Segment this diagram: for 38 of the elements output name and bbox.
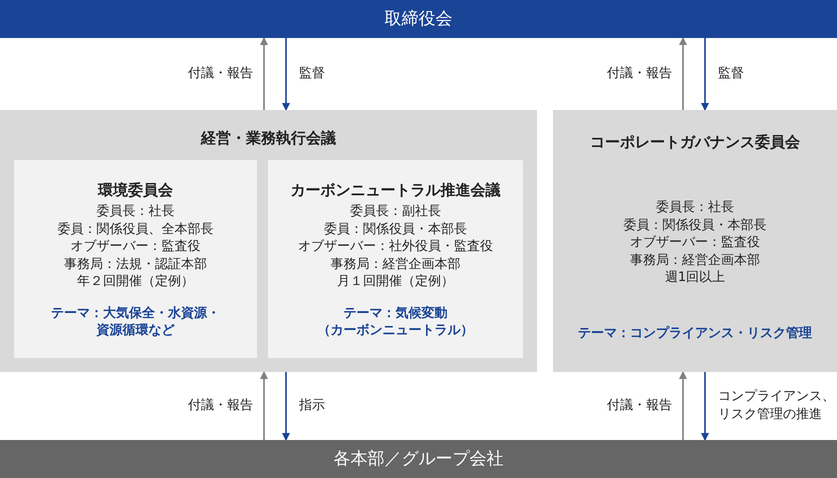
arrow <box>260 371 268 440</box>
arrow <box>282 372 290 441</box>
arrow <box>701 38 709 111</box>
header-band <box>0 0 837 38</box>
body-text: 週1回以上 <box>664 269 726 286</box>
body-text: 委員：関係役員・本部長 <box>324 220 467 238</box>
body-text: 委員長：社長 <box>96 203 174 220</box>
band-title: 取締役会 <box>384 8 452 30</box>
committee-box <box>14 160 257 358</box>
body-text: 委員：関係役員、全本部長 <box>58 220 214 238</box>
theme-text: テーマ：気候変動（カーボンニュートラル） <box>316 304 474 340</box>
body-text: 事務局：経営企画本部 <box>630 252 760 269</box>
heading: 経営・業務執行会議 <box>201 128 336 148</box>
committee-box <box>268 160 523 358</box>
arrow <box>679 37 687 110</box>
body-text: 委員：関係役員・本部長 <box>624 216 766 234</box>
heading: コーポレートガバナンス委員会 <box>590 132 800 152</box>
arrow <box>701 372 709 441</box>
theme-text: テーマ：コンプライアンス・リスク管理 <box>577 324 813 342</box>
theme-text: テーマ：大気保全・水資源・資源循環など <box>50 304 221 340</box>
body-text: 年２回開催（定例） <box>77 273 194 290</box>
body-text: オブザーバー：監査役 <box>70 238 200 256</box>
body-text: 月１回開催（定例） <box>337 273 454 290</box>
group-panel <box>0 110 537 372</box>
body-text: オブザーバー：監査役 <box>630 234 760 252</box>
body-text: 事務局：経営企画本部 <box>330 256 460 273</box>
heading: カーボンニュートラル推進会議 <box>290 180 500 200</box>
heading: 環境委員会 <box>98 180 173 200</box>
body-text: 事務局：法規・認証本部 <box>64 256 207 273</box>
committee-box <box>553 110 837 372</box>
arrow <box>679 371 687 440</box>
band-title: 各本部／グループ会社 <box>334 448 504 470</box>
body-text: 委員長：副社長 <box>350 203 441 220</box>
body-text: オブザーバー：社外役員・監査役 <box>298 238 493 256</box>
arrow <box>260 37 268 110</box>
footer-band <box>0 440 837 478</box>
body-text: 委員長：社長 <box>656 199 734 216</box>
arrow <box>282 38 290 111</box>
